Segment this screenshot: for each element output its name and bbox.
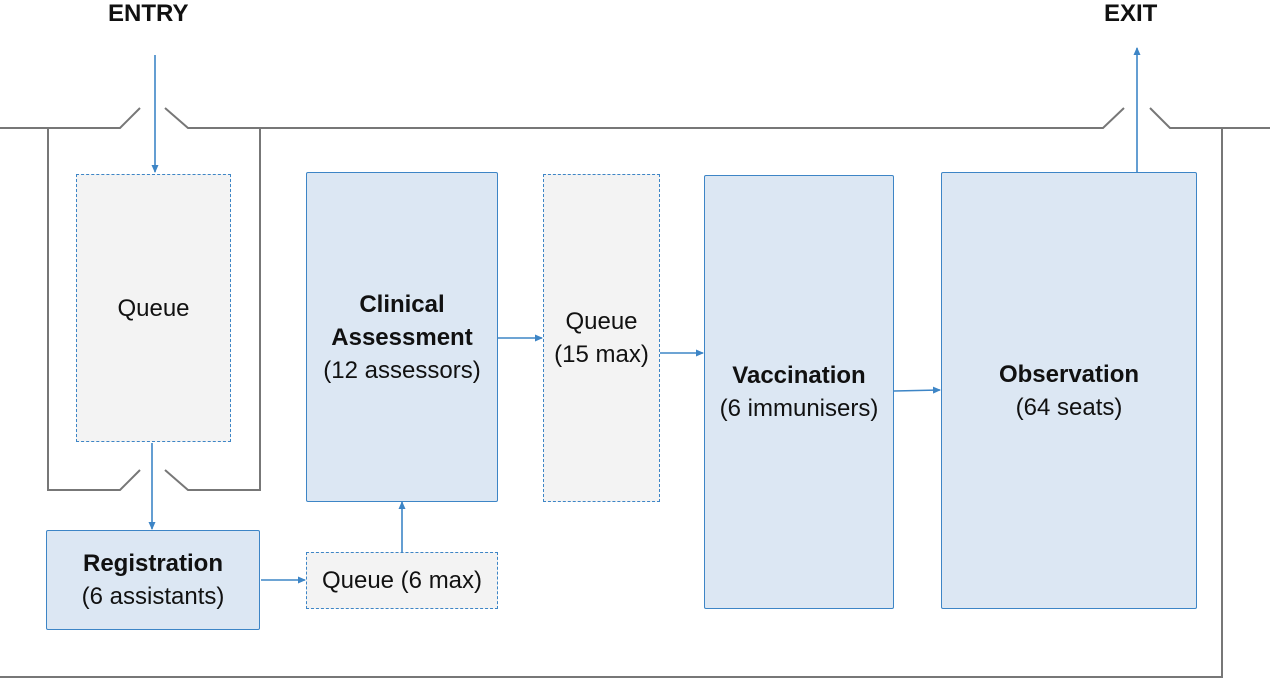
observation-title: Observation <box>998 360 1140 388</box>
clinical-assessment-title-line1: Clinical <box>359 290 445 318</box>
top-wall-right <box>1149 107 1270 129</box>
vaccination-detail: (6 immunisers) <box>719 395 879 422</box>
clinical-assessment-node: Clinical Assessment (12 assessors) <box>306 172 498 502</box>
registration-title: Registration <box>82 550 223 577</box>
vaccination-title: Vaccination <box>732 362 866 389</box>
queue-entry-node: Queue <box>76 174 231 442</box>
queue-registration-title: Queue (6 max) <box>321 567 483 594</box>
observation-detail: (64 seats) <box>1015 393 1123 421</box>
queue-vaccination-detail: (15 max) <box>554 341 649 368</box>
flow-arrows <box>148 47 1141 584</box>
entry-label: ENTRY <box>108 0 189 27</box>
queue-entry-title: Queue <box>117 294 190 322</box>
queue-vaccination-node: Queue (15 max) <box>543 174 660 502</box>
arrow-vaccination-to-observation <box>893 386 941 394</box>
exit-label: EXIT <box>1104 0 1158 27</box>
queue-vaccination-title: Queue <box>565 308 638 335</box>
queue-pen-wall-right <box>164 128 261 491</box>
registration-node: Registration (6 assistants) <box>46 530 260 630</box>
building-walls <box>0 107 1270 678</box>
vaccination-node: Vaccination (6 immunisers) <box>704 175 894 609</box>
queue-pen-wall-left <box>47 128 141 491</box>
clinical-assessment-detail: (12 assessors) <box>323 356 481 384</box>
top-wall-middle <box>164 107 1125 129</box>
queue-registration-node: Queue (6 max) <box>306 552 498 609</box>
top-wall-left <box>0 107 141 129</box>
registration-detail: (6 assistants) <box>81 583 225 610</box>
clinical-assessment-title-line2: Assessment <box>331 323 473 351</box>
observation-node: Observation (64 seats) <box>941 172 1197 609</box>
